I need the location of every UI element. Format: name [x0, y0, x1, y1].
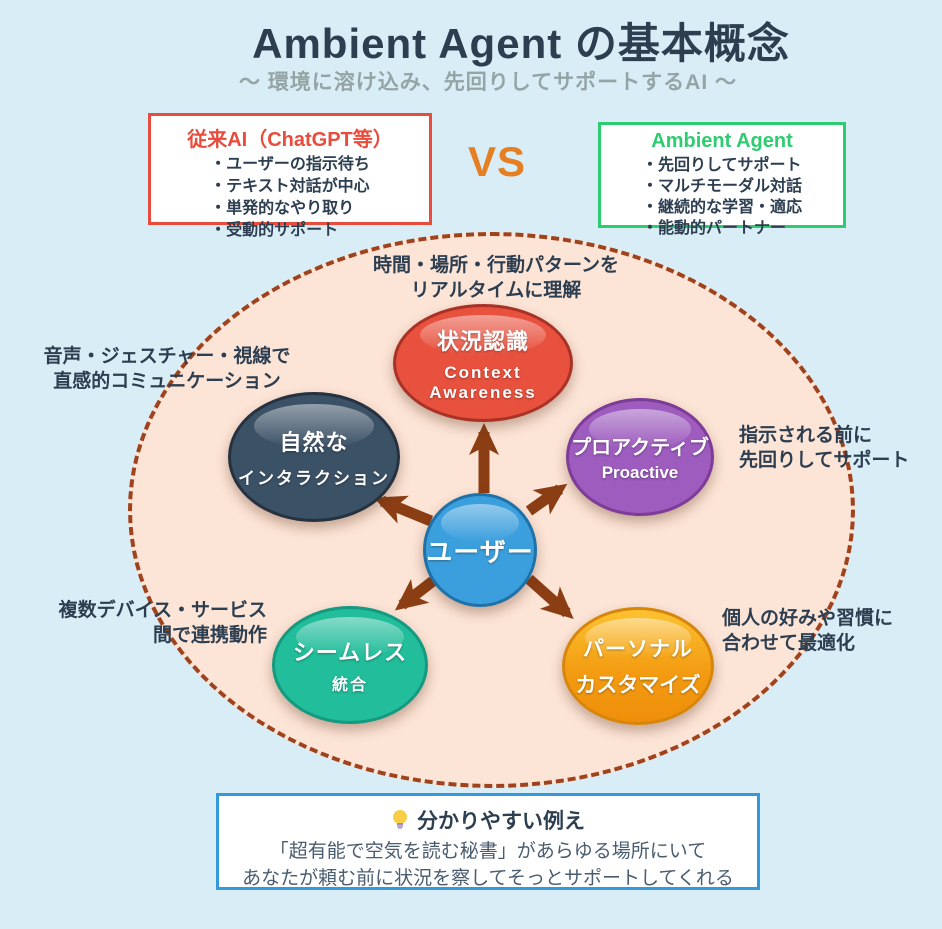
legacy-ai-item: ・受動的サポート: [210, 222, 339, 239]
node-label: 状況認識: [436, 328, 529, 354]
ambient-agent-list: ・先回りしてサポート ・マルチモーダル対話 ・継続的な学習・適応 ・能動的パート…: [642, 155, 802, 239]
ambient-agent-item: ・継続的な学習・適応: [641, 199, 802, 216]
annotation-line: 音声・ジェスチャー・視線で: [43, 346, 291, 367]
ambient-agent-title: Ambient Agent: [651, 130, 793, 152]
annotation-line: リアルタイムに理解: [410, 280, 582, 301]
annotation-line: 間で連携動作: [152, 625, 267, 646]
node-proactive: プロアクティブ Proactive: [566, 398, 714, 516]
annotation-line: 先回りしてサポート: [739, 450, 910, 471]
annotation-line: 直感的コミュニケーション: [53, 371, 281, 392]
annotation-line: 合わせて最適化: [722, 633, 856, 654]
ambient-agent-item: ・能動的パートナー: [641, 220, 786, 237]
node-label: プロアクティブ: [571, 437, 709, 459]
ambient-agent-box: Ambient Agent ・先回りしてサポート ・マルチモーダル対話 ・継続的…: [598, 122, 846, 237]
legacy-ai-title: 従来AI（ChatGPT等）: [187, 129, 393, 151]
node-context-awareness: 状況認識 Context Awareness: [393, 304, 573, 422]
annotation-line: 時間・場所・行動パターンを: [372, 255, 620, 276]
legacy-ai-list: ・ユーザーの指示待ち ・テキスト対話が中心 ・単発的なやり取り ・受動的サポート: [210, 154, 370, 242]
legacy-ai-item: ・テキスト対話が中心: [210, 178, 370, 195]
example-title-row: 分かりやすい例え: [219, 805, 757, 835]
node-label: 自然な: [279, 430, 349, 455]
lightbulb-icon: [393, 810, 407, 829]
example-title: 分かりやすい例え: [417, 810, 585, 833]
node-seamless-integration: シームレス 統合: [272, 606, 428, 724]
annotation-personal: 個人の好みや習慣に 合わせて最適化: [722, 606, 937, 656]
node-personal-customize: パーソナル カスタマイズ: [562, 607, 714, 725]
annotation-line: 指示される前に: [739, 425, 873, 446]
node-sublabel: Proactive: [601, 463, 679, 482]
node-natural-interaction: 自然な インタラクション: [228, 392, 400, 522]
example-text: 「超有能で空気を読む秘書」があらゆる場所にいて: [269, 841, 707, 862]
example-text: あなたが頼む前に状況を察してそっとサポートしてくれる: [242, 868, 734, 889]
annotation-proactive: 指示される前に 先回りしてサポート: [739, 423, 939, 473]
ambient-agent-item: ・マルチモーダル対話: [641, 178, 802, 195]
annotation-line: 複数デバイス・サービス: [58, 600, 267, 621]
legacy-ai-box: 従来AI（ChatGPT等） ・ユーザーの指示待ち ・テキスト対話が中心 ・単発…: [148, 113, 432, 239]
node-label: ユーザー: [426, 536, 534, 567]
node-label: パーソナル: [583, 638, 693, 661]
node-sublabel: 統合: [331, 677, 368, 694]
node-label: シームレス: [292, 640, 408, 665]
node-sublabel: カスタマイズ: [575, 674, 701, 697]
vs-label: VS: [467, 138, 527, 185]
legacy-ai-item: ・単発的なやり取り: [210, 200, 355, 217]
legacy-ai-item: ・ユーザーの指示待ち: [210, 156, 370, 173]
page-title: Ambient Agent の基本概念: [252, 20, 790, 67]
node-sublabel: インタラクション: [238, 469, 390, 488]
example-box: 分かりやすい例え 「超有能で空気を読む秘書」があらゆる場所にいて あなたが頼む前…: [216, 793, 760, 890]
ambient-agent-item: ・先回りしてサポート: [641, 157, 802, 174]
annotation-seamless: 複数デバイス・サービス 間で連携動作: [30, 598, 267, 648]
user-node: ユーザー: [423, 493, 537, 607]
page-subtitle: 〜 環境に溶け込み、先回りしてサポートするAI 〜: [238, 71, 738, 94]
annotation-natural-interaction: 音声・ジェスチャー・視線で 直感的コミュニケーション: [22, 344, 312, 394]
annotation-line: 個人の好みや習慣に: [722, 608, 894, 629]
annotation-context-awareness: 時間・場所・行動パターンを リアルタイムに理解: [306, 253, 686, 303]
node-sublabel: Context Awareness: [429, 362, 537, 402]
